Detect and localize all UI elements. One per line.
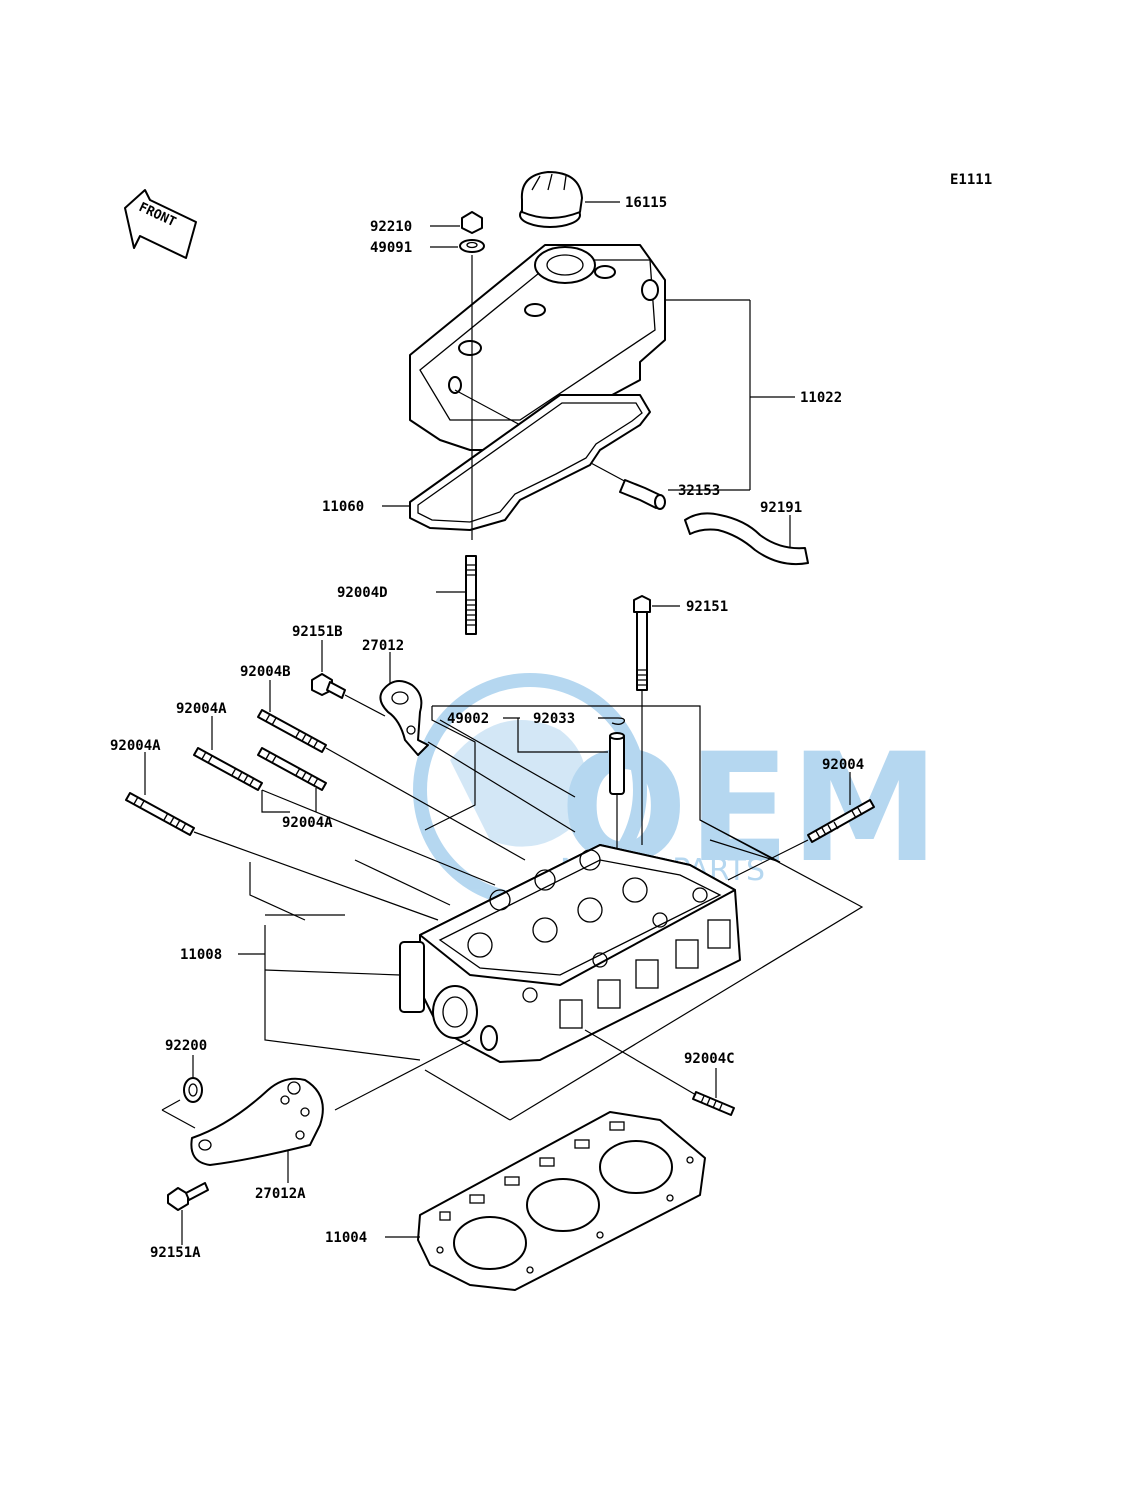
clip-92033-icon — [598, 717, 626, 725]
front-arrow-icon: FRONT — [124, 189, 197, 259]
bolt-92151b — [311, 673, 346, 699]
label-92004A-upper: 92004A — [176, 701, 227, 717]
label-92004A-lower: 92004A — [282, 815, 333, 831]
label-27012A: 27012A — [255, 1186, 306, 1202]
dowel-pin-49002 — [609, 732, 625, 795]
label-92210: 92210 — [370, 219, 412, 235]
breather-pipe-32153 — [619, 479, 666, 510]
label-27012: 27012 — [362, 638, 404, 654]
label-16115: 16115 — [625, 195, 667, 211]
label-92004D: 92004D — [337, 585, 388, 601]
valve-cover-gasket — [409, 394, 651, 531]
label-92191: 92191 — [760, 500, 802, 516]
label-11060: 11060 — [322, 499, 364, 515]
label-92033: 92033 — [533, 711, 575, 727]
label-92004B: 92004B — [240, 664, 291, 680]
washer-49091 — [459, 239, 485, 253]
label-92151: 92151 — [686, 599, 728, 615]
label-11008: 11008 — [180, 947, 222, 963]
label-92151B: 92151B — [292, 624, 343, 640]
label-11022: 11022 — [800, 390, 842, 406]
oil-filler-cap — [519, 171, 583, 228]
bolt-92151 — [633, 595, 651, 691]
label-11004: 11004 — [325, 1230, 367, 1246]
label-49002: 49002 — [447, 711, 489, 727]
stud-92004d — [465, 555, 477, 635]
label-49091: 49091 — [370, 240, 412, 256]
head-gasket — [417, 1111, 706, 1291]
diagram-code: E1111 — [950, 172, 992, 188]
cylinder-head — [399, 844, 741, 1063]
stud-92004 — [807, 799, 875, 843]
label-92151A: 92151A — [150, 1245, 201, 1261]
label-92004A-left: 92004A — [110, 738, 161, 754]
stud-92004a-left — [125, 792, 195, 836]
stud-92004c — [692, 1091, 735, 1116]
nut-92210 — [461, 211, 483, 234]
label-92004C: 92004C — [684, 1051, 735, 1067]
stud-92004a-lower — [257, 747, 327, 791]
bracket-27012 — [379, 680, 429, 756]
label-92004: 92004 — [822, 757, 864, 773]
stud-92004a-upper — [193, 747, 263, 791]
hose-92191 — [684, 512, 809, 566]
bolt-92151a — [167, 1182, 209, 1211]
washer-92200 — [183, 1077, 203, 1103]
bracket-27012a — [190, 1077, 324, 1166]
label-32153: 32153 — [678, 483, 720, 499]
stud-92004b — [257, 709, 327, 753]
label-92200: 92200 — [165, 1038, 207, 1054]
